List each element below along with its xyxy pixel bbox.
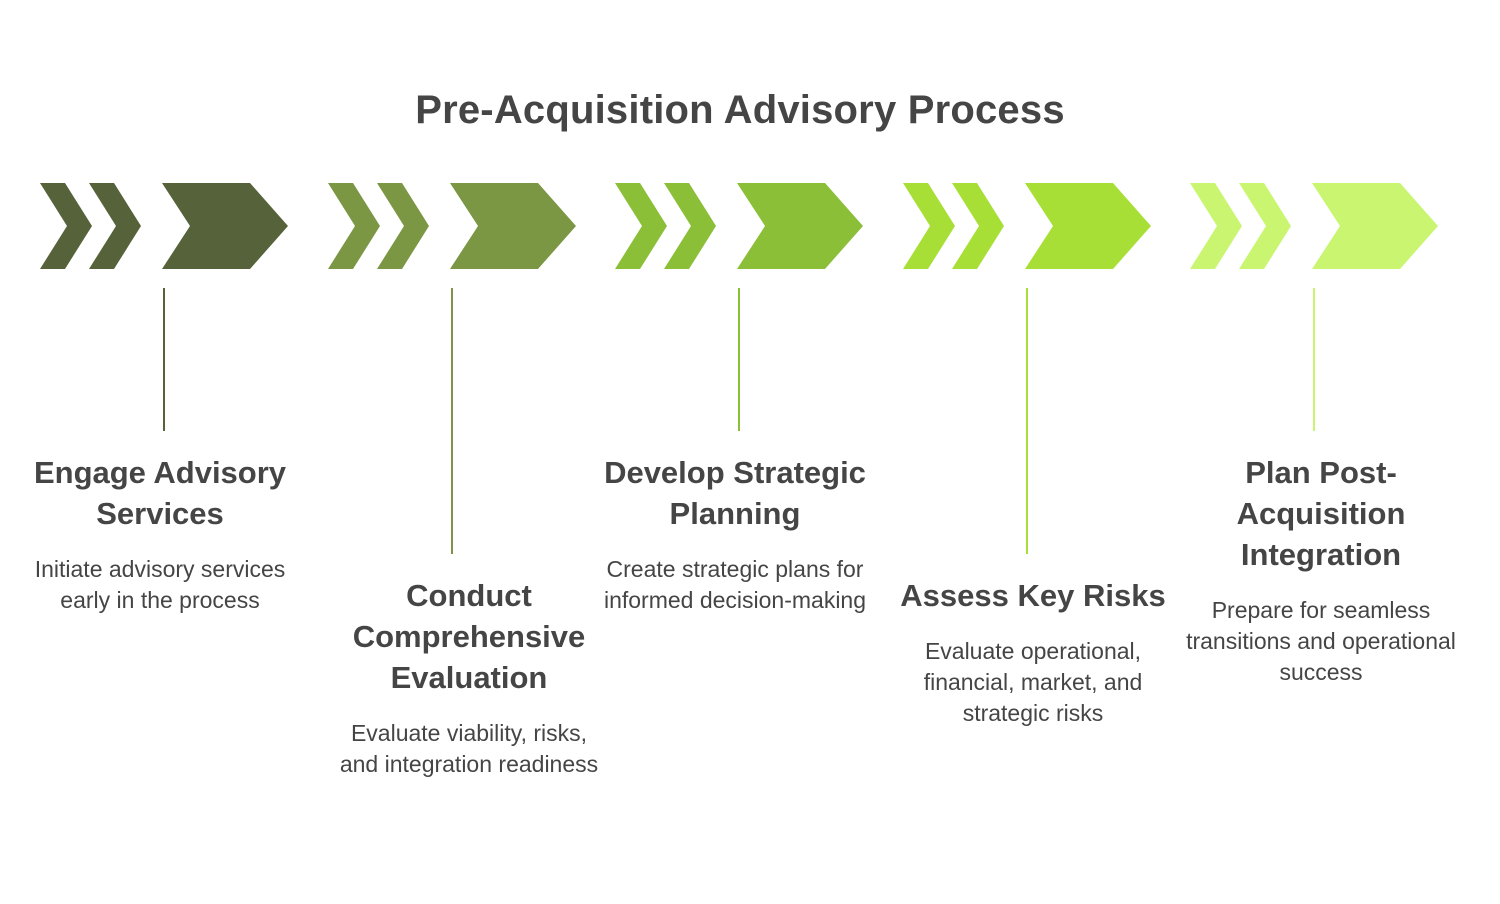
step-4-text: Assess Key Risks Evaluate operational, f… xyxy=(898,575,1168,729)
step-5-connector xyxy=(1313,288,1315,431)
step-2-text: Conduct Comprehensive Evaluation Evaluat… xyxy=(334,575,604,780)
step-4-description: Evaluate operational, financial, market,… xyxy=(923,638,1143,726)
step-3-chevron-large xyxy=(737,183,863,269)
step-5-chevrons xyxy=(1190,183,1438,269)
step-4-chevron-small-b xyxy=(952,183,1004,269)
step-2-title: Conduct Comprehensive Evaluation xyxy=(352,578,586,695)
step-5-text: Plan Post-Acquisition Integration Prepar… xyxy=(1186,452,1456,688)
step-4-chevrons xyxy=(903,183,1151,269)
step-3-connector xyxy=(738,288,740,431)
step-4-chevron-large xyxy=(1025,183,1151,269)
step-3-chevron-small-b xyxy=(664,183,716,269)
step-2-chevron-small-b xyxy=(377,183,429,269)
step-3-text: Develop Strategic Planning Create strate… xyxy=(600,452,870,616)
step-3-title: Develop Strategic Planning xyxy=(604,455,866,531)
step-5-title: Plan Post-Acquisition Integration xyxy=(1236,455,1406,572)
step-2-chevron-small-a xyxy=(328,183,380,269)
step-5-chevron-large xyxy=(1312,183,1438,269)
step-3-chevron-small-a xyxy=(615,183,667,269)
step-5-chevron-small-a xyxy=(1190,183,1242,269)
step-4-chevron-small-a xyxy=(903,183,955,269)
step-1-text: Engage Advisory Services Initiate adviso… xyxy=(25,452,295,616)
step-3-description: Create strategic plans for informed deci… xyxy=(603,556,867,613)
step-1-chevron-small-a xyxy=(40,183,92,269)
step-2-chevron-large xyxy=(450,183,576,269)
step-4-title: Assess Key Risks xyxy=(900,578,1166,613)
step-2-description: Evaluate viability, risks, and integrati… xyxy=(339,720,599,777)
step-2-chevrons xyxy=(328,183,576,269)
step-5-description: Prepare for seamless transitions and ope… xyxy=(1186,597,1456,685)
step-4-connector xyxy=(1026,288,1028,554)
step-1-chevrons xyxy=(40,183,288,269)
diagram-title: Pre-Acquisition Advisory Process xyxy=(415,88,1065,132)
step-5-chevron-small-b xyxy=(1239,183,1291,269)
step-1-connector xyxy=(163,288,165,431)
step-3-chevrons xyxy=(615,183,863,269)
step-1-chevron-small-b xyxy=(89,183,141,269)
step-2-connector xyxy=(451,288,453,554)
step-1-chevron-large xyxy=(162,183,288,269)
step-1-title: Engage Advisory Services xyxy=(33,455,287,531)
step-1-description: Initiate advisory services early in the … xyxy=(34,556,286,613)
